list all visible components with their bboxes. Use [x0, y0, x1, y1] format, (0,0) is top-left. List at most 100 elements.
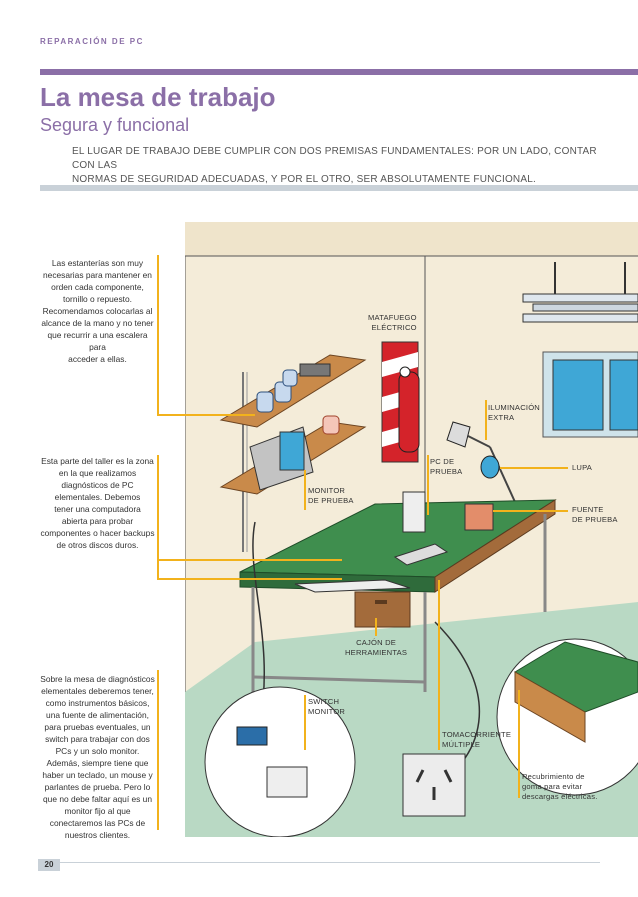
callout-line: ELÉCTRICO	[371, 323, 417, 332]
note-line: Las estanterías son muy	[51, 258, 144, 268]
callout-lupa: LUPA	[572, 463, 592, 473]
switch-leader	[304, 695, 306, 750]
jar	[256, 391, 274, 413]
note-line: Esta parte del taller es la zona	[41, 456, 154, 466]
zone-note-bar	[157, 455, 159, 580]
callout-line: PC DE	[430, 457, 455, 466]
note-line: Además, siempre tiene que	[46, 758, 149, 768]
note-line: tornillo o repuesto.	[63, 294, 132, 304]
note-line: switch para trabajar con dos	[45, 734, 150, 744]
section-label: REPARACIÓN DE PC	[40, 37, 144, 46]
callout-monitor: MONITOR DE PRUEBA	[308, 486, 354, 506]
note-line: orden cada componente,	[51, 282, 144, 292]
ceiling-light	[522, 313, 638, 323]
drawer-handle	[375, 600, 387, 604]
ceiling-light	[532, 303, 638, 312]
power-supply	[464, 503, 494, 531]
callout-line: DE PRUEBA	[308, 496, 354, 505]
note-line: PCs y un solo monitor.	[55, 746, 140, 756]
intro-rule	[40, 185, 638, 191]
note-line: como instrumentos básicos,	[45, 698, 150, 708]
note-line: parlantes de prueba. Pero lo	[44, 782, 151, 792]
callout-line: LUPA	[572, 463, 593, 472]
switch-detail-circle	[204, 686, 356, 837]
keyboard	[294, 579, 411, 593]
note-line: una fuente de alimentación,	[46, 710, 149, 720]
intro-line: EL LUGAR DE TRABAJO DEBE CUMPLIR CON DOS…	[72, 146, 597, 171]
note-line: conectaremos las PCs de	[49, 818, 146, 828]
note-line: abierta para probar	[61, 516, 134, 526]
cajon-leader	[375, 618, 377, 636]
shelves-leader	[157, 414, 255, 416]
callout-line: CAJÓN DE	[356, 638, 397, 647]
header-rule	[40, 69, 638, 75]
ceiling-strip	[185, 222, 638, 256]
outlet-slot	[443, 769, 453, 783]
monitor-leader	[304, 470, 306, 510]
note-line: haber un teclado, un mouse y	[42, 770, 153, 780]
callout-recubrimiento: Recubrimiento de goma para evitar descar…	[522, 772, 598, 802]
callout-line: PRUEBA	[430, 467, 463, 476]
note-line: diagnósticos de PC	[61, 480, 134, 490]
callout-line: SWITCH	[308, 697, 340, 706]
callout-line: FUENTE	[572, 505, 604, 514]
callout-line: descargas eléctricas.	[522, 792, 598, 801]
note-line: necesarias para mantener en	[43, 270, 152, 280]
callout-line: MONITOR	[308, 486, 346, 495]
note-line: alcance de la mano y no tener	[41, 318, 154, 328]
zone-leader	[157, 559, 342, 561]
table-stretcher	[252, 675, 426, 684]
power-outlet	[402, 753, 466, 817]
workbench-illustration	[185, 222, 638, 837]
note-line: nuestros clientes.	[64, 830, 131, 840]
callout-line: DE PRUEBA	[572, 515, 618, 524]
note-line: de otros discos duros.	[56, 540, 139, 550]
lamp-head	[446, 421, 471, 448]
callout-line: HERRAMIENTAS	[345, 648, 408, 657]
pc-prueba-leader	[427, 455, 429, 515]
note-line: que recurrir a una escalera para	[47, 330, 148, 352]
callout-line: EXTRA	[488, 413, 515, 422]
intro-line: NORMAS DE SEGURIDAD ADECUADAS, Y POR EL …	[72, 174, 536, 185]
switch-connector	[236, 726, 268, 746]
switch-box	[266, 766, 308, 798]
storage-box	[299, 363, 331, 377]
callout-fuente: FUENTE DE PRUEBA	[572, 505, 618, 525]
note-line: tener una computadora	[54, 504, 141, 514]
note-line: elementales. Debemos	[54, 492, 141, 502]
table-edge-side	[434, 499, 556, 593]
fire-extinguisher	[398, 371, 420, 453]
lupa-leader	[500, 467, 568, 469]
test-pc	[402, 491, 426, 533]
callout-iluminacion: ILUMINACIÓN EXTRA	[488, 403, 540, 423]
callout-cajon: CAJÓN DE HERRAMIENTAS	[345, 638, 407, 658]
callout-line: TOMACORRIENTE	[442, 730, 512, 739]
note-line: acceder a ellas.	[68, 354, 127, 364]
note-line: Sobre la mesa de diagnósticos	[40, 674, 155, 684]
zone-leader-2	[157, 578, 342, 580]
fuente-leader	[493, 510, 568, 512]
iluminacion-leader	[485, 400, 487, 440]
callout-line: MATAFUEGO	[368, 313, 417, 322]
callout-line: ILUMINACIÓN	[488, 403, 540, 412]
jar	[322, 415, 340, 435]
tool-drawer	[354, 591, 411, 628]
page-number: 20	[38, 859, 60, 871]
note-line: en la que realizamos	[58, 468, 137, 478]
callout-line: Recubrimiento de	[522, 772, 585, 781]
callout-line: goma para evitar	[522, 782, 583, 791]
note-line: que no debe faltar aquí es un	[43, 794, 152, 804]
callout-line: MONITOR	[308, 707, 346, 716]
note-line: monitor fijo al que	[64, 806, 131, 816]
jar	[282, 369, 298, 387]
window-pane	[552, 359, 604, 431]
note-line: componentes o hacer backups	[40, 528, 155, 538]
footer-rule	[40, 862, 600, 863]
keyboard-2	[393, 543, 449, 566]
callout-line: MÚLTIPLE	[442, 740, 481, 749]
zone-note: Esta parte del taller es la zona en la q…	[40, 455, 155, 551]
window-pane	[609, 359, 638, 431]
table-note: Sobre la mesa de diagnósticos elementale…	[40, 673, 155, 841]
outlet-slot	[415, 769, 425, 783]
rubber-base	[514, 671, 586, 743]
